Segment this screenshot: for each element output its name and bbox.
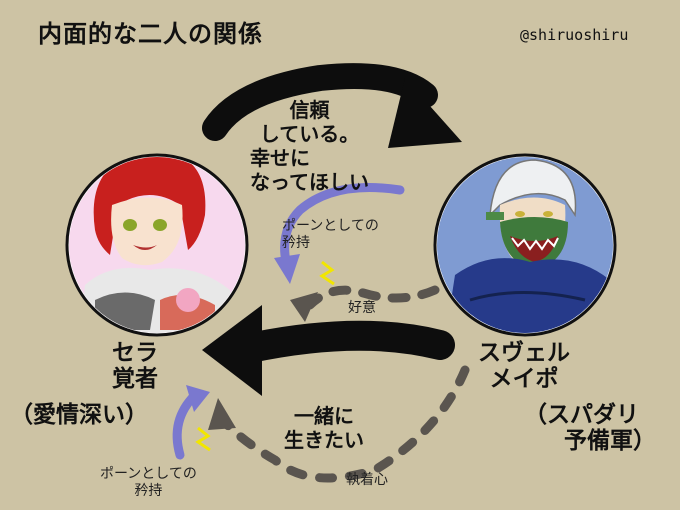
trust-arrow-head — [388, 78, 462, 148]
svel-trait-line2: 予備軍） — [564, 428, 656, 454]
live-together-label: 一緒に 生きたい — [284, 404, 364, 452]
svel-trait: （スパダリ 予備軍） — [524, 402, 656, 454]
sera-name-line2: 覚者 — [112, 366, 158, 392]
trust-label-line3: 幸せに — [250, 146, 310, 170]
live-together-arrow-head — [202, 305, 262, 396]
svel-trait-line1: （スパダリ — [524, 402, 639, 428]
live-together-label-line2: 生きたい — [284, 428, 364, 452]
pride-label-upper-line1: ポーンとしての — [282, 218, 379, 234]
svel-name-line2: メイポ — [489, 366, 559, 392]
trust-label-line1: 信頼 — [289, 98, 330, 122]
diagram-title: 内面的な二人の関係 — [38, 20, 263, 48]
trust-label: 信頼 している。 幸せに なってほしい — [250, 98, 369, 194]
trust-label-line4: なってほしい — [250, 170, 369, 194]
trust-label-line2: している。 — [259, 122, 360, 146]
live-together-label-line1: 一緒に — [294, 404, 354, 428]
trust-arrow — [202, 63, 438, 141]
pride-label-upper-line2: 矜持 — [282, 235, 310, 251]
goodwill-label: 好意 — [348, 300, 376, 316]
svel-portrait — [433, 153, 617, 337]
pride-label-lower-line2: 矜持 — [134, 483, 163, 499]
svel-name: スヴェル メイポ — [478, 340, 570, 392]
pride-arrow-lower-head — [186, 385, 210, 412]
sera-name: セラ 覚者 — [112, 340, 158, 392]
pride-label-lower: ポーンとしての 矜持 — [100, 466, 197, 500]
pride-arrow-upper — [280, 183, 405, 267]
author-handle: @shiruoshiru — [520, 26, 629, 44]
goodwill-dashed-head — [290, 292, 318, 322]
attachment-dashed-arrow — [213, 365, 470, 483]
sera-name-line1: セラ — [112, 340, 158, 366]
spark-upper-icon — [319, 260, 335, 286]
attachment-dashed-head — [208, 398, 236, 430]
spark-lower-icon — [195, 426, 211, 452]
pride-label-lower-line1: ポーンとしての — [100, 466, 197, 482]
attachment-label: 執着心 — [346, 472, 388, 488]
live-together-arrow — [235, 320, 455, 363]
svel-name-line1: スヴェル — [478, 340, 570, 366]
sera-trait: （愛情深い） — [10, 402, 148, 428]
pride-label-upper: ポーンとしての 矜持 — [282, 218, 379, 252]
goodwill-dashed-arrow — [305, 285, 440, 310]
sera-portrait — [65, 153, 249, 337]
pride-arrow-upper-head — [274, 254, 300, 284]
